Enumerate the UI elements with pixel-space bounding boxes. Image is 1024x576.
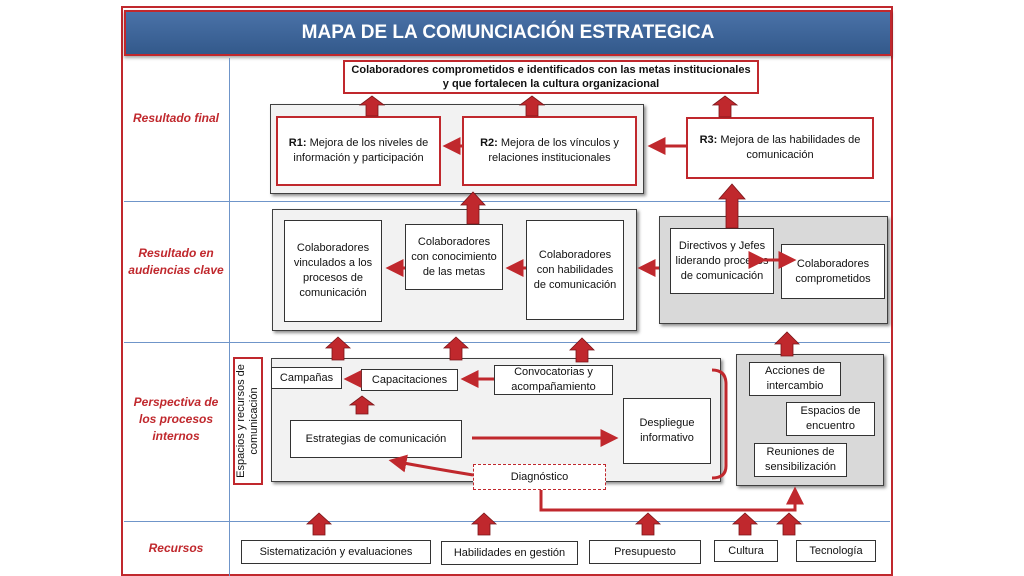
- result-r2-text: Mejora de los vínculos y relaciones inst…: [488, 137, 619, 164]
- process-despliegue-box: Despliegue informativo: [623, 398, 711, 464]
- result-r1-text: Mejora de los niveles de información y p…: [293, 137, 429, 164]
- row-label-divider: [229, 58, 230, 576]
- up-arrow: [731, 512, 759, 536]
- processes-bracket: [711, 368, 728, 480]
- resources-side-label: Espacios y recursos de comunicación: [233, 357, 263, 485]
- resource-presupuesto-box: Presupuesto: [589, 540, 701, 564]
- result-r3-tag: R3:: [699, 134, 718, 146]
- process-reuniones-box: Reuniones de sensibilización: [754, 443, 847, 477]
- audience-comprometidos-box: Colaboradores comprometidos: [781, 244, 885, 299]
- up-arrow: [358, 95, 386, 117]
- resource-sistematizacion-box: Sistematización y evaluaciones: [241, 540, 431, 564]
- up-arrow: [460, 191, 486, 225]
- up-arrow: [775, 512, 803, 536]
- row-divider-3: [124, 521, 890, 522]
- audience-vinculados-box: Colaboradores vinculados a los procesos …: [284, 220, 382, 322]
- up-arrow: [518, 95, 546, 117]
- up-arrow: [711, 95, 739, 118]
- audience-conocimiento-box: Colaboradores con conocimiento de las me…: [405, 224, 503, 290]
- process-estrategias-box: Estrategias de comunicación: [290, 420, 462, 458]
- row-label-resources: Recursos: [148, 541, 204, 555]
- row-label-final: Resultado final: [132, 111, 219, 125]
- audience-directivos-box: Directivos y Jefes liderando procesos de…: [670, 228, 774, 294]
- process-diagnostico-box: Diagnóstico: [473, 464, 606, 490]
- up-arrow: [634, 512, 662, 536]
- up-arrow: [569, 337, 595, 363]
- row-divider-1: [124, 201, 890, 202]
- resource-cultura-box: Cultura: [714, 540, 778, 562]
- process-convocatorias-box: Convocatorias y acompañamiento: [494, 365, 613, 395]
- final-goal-box: Colaboradores comprometidos e identifica…: [343, 60, 759, 94]
- arrow-diagnostico-to-estrategias: [388, 454, 474, 477]
- up-arrow: [470, 512, 498, 536]
- arrow-diagnostico-to-exchange: [539, 486, 804, 512]
- up-arrow: [718, 183, 746, 229]
- process-campanas-box: Campañas: [271, 367, 342, 389]
- up-arrow: [442, 336, 470, 361]
- up-arrow: [305, 512, 333, 536]
- result-r2-tag: R2:: [480, 137, 498, 149]
- up-arrow: [774, 331, 800, 357]
- process-acciones-box: Acciones de intercambio: [749, 362, 841, 396]
- process-espacios-box: Espacios de encuentro: [786, 402, 875, 436]
- up-arrow: [324, 336, 352, 361]
- audience-habilidades-box: Colaboradores con habilidades de comunic…: [526, 220, 624, 320]
- up-arrow: [348, 395, 376, 415]
- result-r3-text: Mejora de las habilidades de comunicació…: [720, 134, 861, 161]
- page-title: MAPA DE LA COMUNCIACIÓN ESTRATEGICA: [124, 10, 892, 56]
- row-divider-2: [124, 342, 890, 343]
- row-label-processes: Perspectiva de los procesos internos: [133, 395, 219, 443]
- diagram-frame: [121, 6, 893, 576]
- result-r3-box: R3: Mejora de las habilidades de comunic…: [686, 117, 874, 179]
- result-r2-box: R2: Mejora de los vínculos y relaciones …: [462, 116, 637, 186]
- process-capacitaciones-box: Capacitaciones: [361, 369, 458, 391]
- row-label-audiences: Resultado en audiencias clave: [128, 246, 224, 277]
- result-r1-tag: R1:: [288, 137, 307, 149]
- resource-tecnologia-box: Tecnología: [796, 540, 876, 562]
- resource-habilidades-box: Habilidades en gestión: [441, 541, 578, 565]
- result-r1-box: R1: Mejora de los niveles de información…: [276, 116, 441, 186]
